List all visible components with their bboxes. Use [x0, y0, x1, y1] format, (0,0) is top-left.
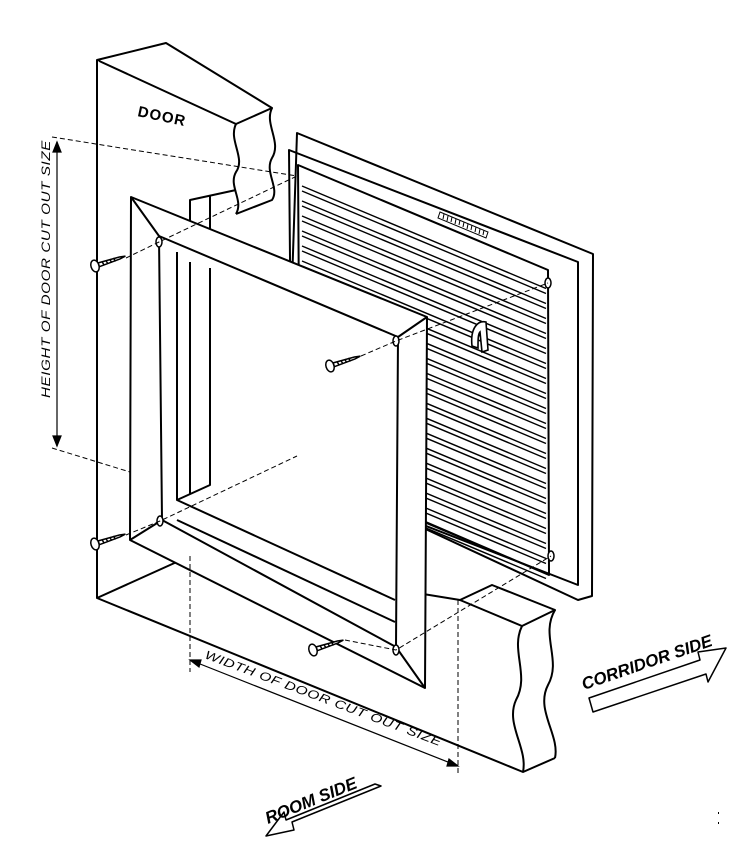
corner-mark: [718, 812, 719, 824]
corridor-side-arrow-icon: [588, 647, 727, 713]
grille-clip-icon: [470, 320, 489, 354]
screw-icon: [90, 255, 361, 657]
width-dimension: [188, 659, 460, 767]
grille-top-rack-icon: [437, 211, 489, 239]
room-side-arrow-icon: [265, 783, 382, 837]
assembly-guide-lines: [51, 136, 552, 775]
louvre-slat: [301, 230, 547, 340]
louvre-slat: [301, 215, 547, 325]
louvre-slat: [301, 185, 547, 295]
louvre-slat: [301, 245, 547, 355]
louvre-slat: [301, 200, 547, 310]
front-frame: [129, 196, 428, 689]
door-lower-section: [96, 555, 557, 773]
height-dimension-label: HEIGHT OF DOOR CUT OUT SIZE: [39, 139, 53, 398]
height-dimension: [52, 140, 62, 448]
